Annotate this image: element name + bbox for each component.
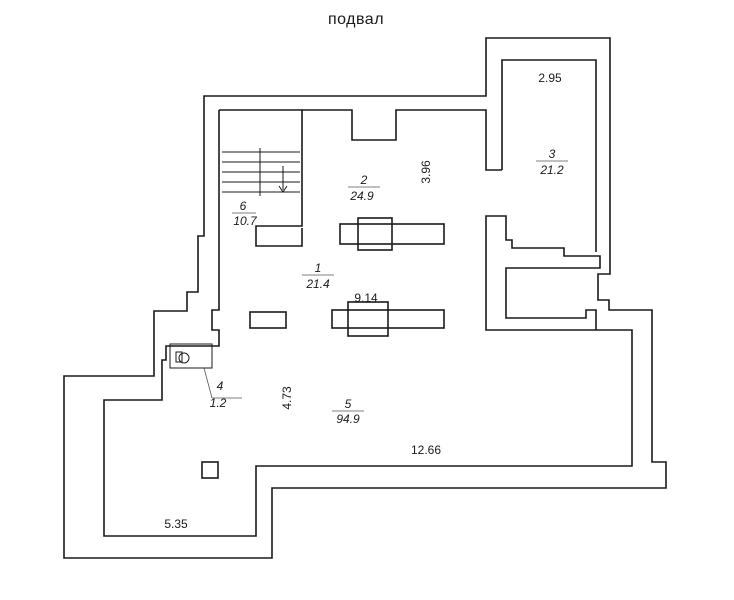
room-label-5: 5 94.9 (332, 397, 364, 426)
dimension-label: 3.96 (419, 160, 433, 184)
svg-text:24.9: 24.9 (349, 189, 374, 203)
svg-text:3: 3 (549, 147, 556, 161)
svg-text:6: 6 (240, 199, 247, 213)
svg-text:5: 5 (345, 397, 352, 411)
dimension-label: 12.66 (411, 443, 441, 457)
staircase (222, 148, 300, 196)
upper-partition (302, 109, 502, 171)
outer-wall-outline (63, 37, 667, 559)
svg-text:21.4: 21.4 (305, 277, 330, 291)
svg-text:4: 4 (217, 379, 224, 393)
dimension-label: 2.95 (538, 71, 562, 85)
svg-text:21.2: 21.2 (539, 163, 564, 177)
room-label-6: 6 10.7 (232, 199, 258, 228)
column-left (249, 311, 287, 329)
column-small (201, 461, 219, 479)
plan-title: подвал (328, 11, 384, 28)
column-upper-cap (357, 217, 393, 251)
dimension-label: 4.73 (280, 386, 294, 410)
room-label-3: 3 21.2 (536, 147, 568, 177)
svg-text:1.2: 1.2 (210, 396, 227, 410)
svg-text:10.7: 10.7 (233, 214, 258, 228)
bathroom (169, 343, 242, 399)
dimension-label: 5.35 (164, 517, 188, 531)
svg-text:2: 2 (360, 173, 368, 187)
room-label-1: 1 21.4 (302, 261, 334, 291)
room-label-4: 4 1.2 (210, 379, 227, 410)
room-label-2: 2 24.9 (348, 173, 380, 203)
room-3-wall (501, 59, 597, 252)
dimension-label: 9.14 (354, 291, 378, 305)
svg-text:94.9: 94.9 (336, 412, 360, 426)
column-lower-cap (347, 301, 389, 337)
svg-text:1: 1 (315, 261, 322, 275)
